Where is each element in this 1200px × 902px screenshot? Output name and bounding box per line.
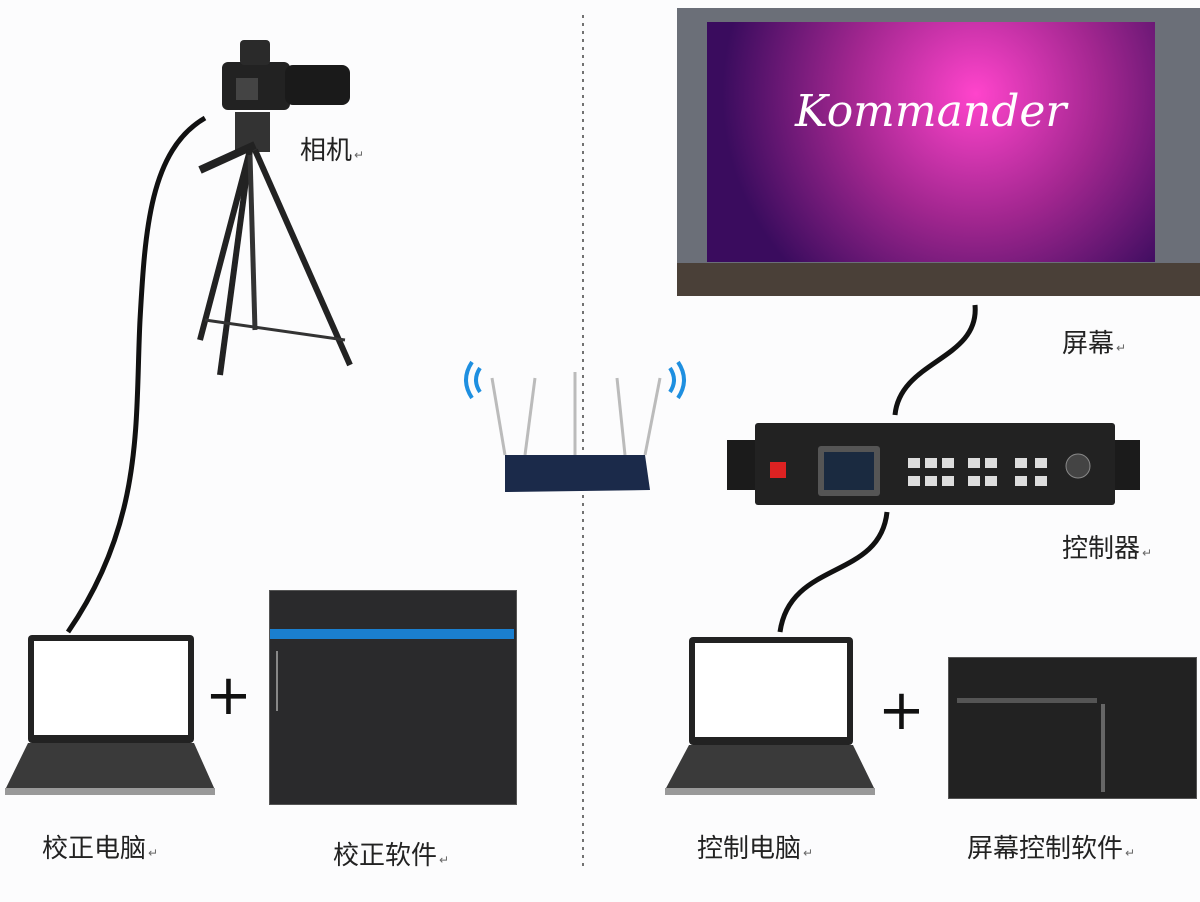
calibration-laptop-icon (5, 635, 215, 795)
controller-label: 控制器↵ (1062, 534, 1153, 564)
calibration-pc-label: 校正电脑↵ (42, 834, 159, 864)
screen-brand-text: Kommander (795, 86, 1067, 137)
plus-sign-right: + (878, 678, 925, 743)
router-icon (464, 360, 686, 492)
control-pc-label: 控制电脑↵ (697, 834, 814, 864)
calibration-software-label: 校正软件↵ (333, 841, 450, 871)
camera-label: 相机↵ (300, 136, 365, 166)
screen-label: 屏幕↵ (1062, 329, 1127, 359)
controller-cable (777, 511, 890, 633)
calibration-software-window (269, 590, 517, 805)
camera-cable (65, 115, 207, 634)
plus-sign-left: + (205, 663, 252, 728)
control-laptop-icon (665, 637, 875, 795)
wifi-icon (464, 360, 686, 400)
led-screen-photo: Kommander (677, 8, 1200, 296)
controller-icon (727, 423, 1140, 505)
screen-control-software-label: 屏幕控制软件↵ (967, 834, 1136, 864)
screen-cable (892, 304, 978, 416)
screen-control-software-window (948, 657, 1197, 799)
camera-icon (197, 40, 353, 376)
